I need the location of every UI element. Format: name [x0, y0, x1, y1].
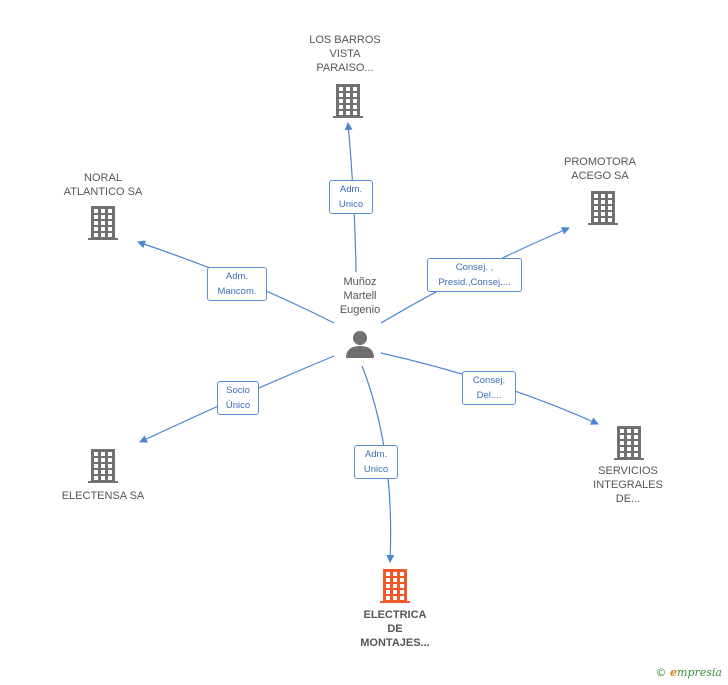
building-icon — [88, 449, 118, 483]
node-label-noral[interactable]: NORAL ATLANTICO SA — [63, 172, 143, 198]
node-label-servicios[interactable]: SERVICIOS INTEGRALES DE... — [593, 465, 663, 505]
building-icon — [380, 569, 410, 603]
person-icon — [346, 331, 374, 358]
center-person-label[interactable]: Muñoz Martell Eugenio — [339, 276, 381, 316]
building-icon — [333, 84, 363, 118]
edge-label-electensa[interactable]: Socio Único — [217, 381, 259, 415]
empresia-logo: © empresia — [655, 666, 722, 679]
edge-label-los-barros[interactable]: Adm. Unico — [329, 180, 373, 214]
edge-label-promotora[interactable]: Consej. , Presid.,Consej.... — [427, 258, 522, 292]
building-icon — [614, 426, 644, 460]
building-icon — [88, 206, 118, 240]
edge-label-noral[interactable]: Adm. Mancom. — [207, 267, 267, 301]
edge-label-electrica[interactable]: Adm. Unico — [354, 445, 398, 479]
node-label-promotora[interactable]: PROMOTORA ACEGO SA — [564, 156, 636, 182]
node-label-electrica[interactable]: ELECTRICA DE MONTAJES... — [360, 609, 430, 649]
node-label-los-barros[interactable]: LOS BARROS VISTA PARAISO... — [309, 34, 381, 74]
node-label-electensa[interactable]: ELECTENSA SA — [61, 490, 145, 502]
edge-label-servicios[interactable]: Consej. Del.... — [462, 371, 516, 405]
building-icon — [588, 191, 618, 225]
